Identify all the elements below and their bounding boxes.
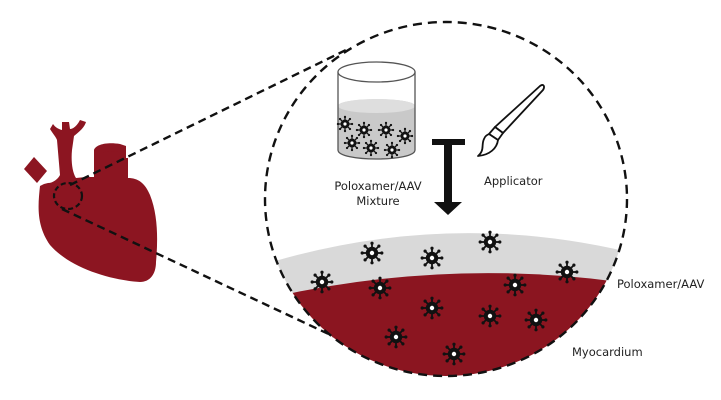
myocardium-label: Myocardium (572, 345, 643, 359)
beaker-icon (337, 61, 416, 160)
virus-icon (309, 269, 335, 295)
myocardium-layer (265, 273, 627, 376)
applicator-label: Applicator (484, 174, 543, 188)
virus-icon (441, 341, 467, 367)
virus-icon (477, 303, 503, 329)
mixture-label-line1: Poloxamer/AAV (334, 179, 422, 193)
heart-focus-region (52, 181, 84, 211)
paintbrush-icon (477, 84, 545, 157)
zoom-line-top (69, 48, 347, 187)
heart-body (38, 120, 158, 282)
virus-icon (337, 116, 353, 132)
zoom-tissue-section (265, 233, 627, 376)
heart-vessel-fragment (24, 157, 47, 183)
virus-icon (367, 275, 393, 301)
virus-icon (359, 240, 385, 266)
virus-icon (397, 128, 413, 144)
virus-icon (554, 259, 580, 285)
virus-icon (523, 307, 549, 333)
down-arrow-icon (432, 139, 465, 215)
virus-icon (383, 324, 409, 350)
virus-icon (419, 245, 445, 271)
heart-aortic-arch (94, 143, 126, 177)
zoom-circle (263, 20, 629, 378)
virus-icon (502, 272, 528, 298)
heart-icon (24, 120, 158, 282)
poloxamer-layer-label: Poloxamer/AAV (617, 277, 705, 291)
virus-icon (378, 122, 394, 138)
virus-icon (384, 142, 400, 158)
virus-icon (477, 229, 503, 255)
zoom-line-bottom (61, 207, 353, 347)
virus-icon (344, 135, 360, 151)
mixture-label: Poloxamer/AAV Mixture (328, 179, 428, 209)
mixture-label-line2: Mixture (356, 194, 400, 208)
virus-icon (363, 140, 379, 156)
beaker-liquid (338, 99, 415, 159)
virus-icon (356, 122, 372, 138)
virus-icon (419, 295, 445, 321)
